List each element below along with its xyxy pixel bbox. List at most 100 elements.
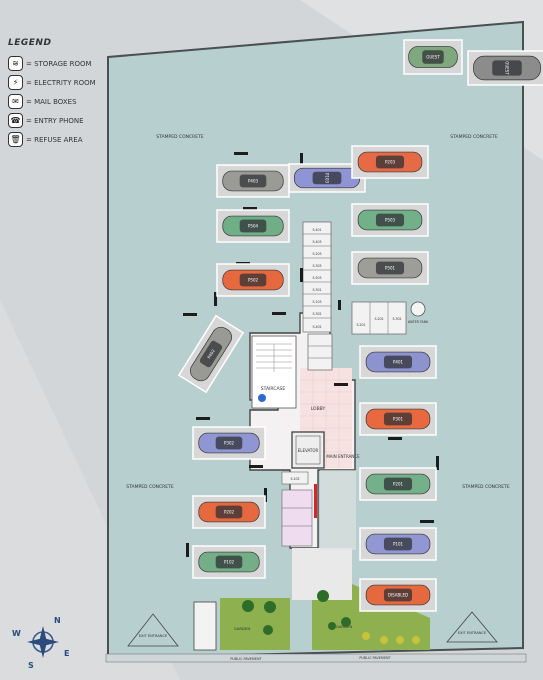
legend-label-electricity: = ELECTRITY ROOM (26, 78, 96, 87)
label-lobby: LOBBY (311, 406, 326, 412)
label-pavement-2: PUBLIC PAVEMENT (359, 656, 391, 660)
parking-space-p101: P101 (359, 527, 437, 561)
accessible-icon-1 (258, 394, 266, 402)
label-exit-entrance-1: EXIT ENTRANCE (139, 634, 168, 638)
parking-space-p201: P201 (359, 467, 437, 501)
parking-space-p102: P102 (192, 545, 266, 579)
parking-label: P202 (224, 510, 235, 515)
parking-space-p403: P403 (216, 164, 290, 198)
svg-text:S.103: S.103 (312, 300, 321, 304)
compass-n: N (54, 616, 61, 625)
legend: LEGEND ≋ = STORAGE ROOM ⚡ = ELECTRITY RO… (8, 38, 118, 149)
legend-row-storage: ≋ = STORAGE ROOM (8, 54, 118, 73)
svg-text:S.301: S.301 (312, 288, 321, 292)
svg-text:S.102: S.102 (290, 477, 299, 481)
label-stamped-concrete-3: STAMPED CONCRETE (126, 484, 174, 490)
legend-row-refuse: 🗑 = REFUSE AREA (8, 130, 118, 149)
label-garden-1: GARDEN (234, 626, 251, 631)
trees (242, 590, 351, 635)
label-staircase: STAIRCASE (261, 386, 286, 392)
legend-row-phone: ☎ = ENTRY PHONE (8, 111, 118, 130)
walkway-2 (320, 470, 356, 550)
legend-row-electricity: ⚡ = ELECTRITY ROOM (8, 73, 118, 92)
water-tank (410, 301, 426, 317)
svg-text:S.302: S.302 (312, 312, 321, 316)
parking-space-p502: P502 (216, 263, 290, 297)
parking-space-p203: P203 (351, 145, 429, 179)
parking-label: GUEST (426, 55, 440, 60)
parking-space-guest: GUEST (403, 39, 463, 75)
label-elevator: ELEVATOR (298, 448, 319, 453)
parking-label: P101 (393, 542, 404, 547)
parking-label: P402 (206, 348, 216, 360)
parking-label: P301 (393, 417, 404, 422)
label-stamped-concrete-2: STAMPED CONCRETE (450, 134, 498, 140)
parking-space-p302: P302 (192, 426, 266, 460)
parking-space-p401: P401 (359, 345, 437, 379)
compass-s: S (28, 661, 34, 670)
mail-icon: ✉ (8, 94, 23, 109)
parking-label: P401 (393, 360, 404, 365)
storage-block-bottom: S.102 (281, 471, 317, 547)
compass-icon: N E S W (12, 616, 69, 670)
parking-space-p202: P202 (192, 495, 266, 529)
phone-icon: ☎ (8, 113, 23, 128)
svg-text:S.201: S.201 (356, 323, 365, 327)
legend-label-mail: = MAIL BOXES (26, 97, 77, 106)
parking-label: P403 (248, 179, 259, 184)
svg-text:S.302: S.302 (392, 317, 401, 321)
svg-text:S.203: S.203 (312, 252, 321, 256)
parking-space-disabled: DISABLED (359, 578, 437, 612)
stair-treads (256, 343, 292, 372)
parking-space-guest: GUEST (467, 50, 543, 86)
service-box (193, 601, 217, 651)
parking-space-p504: P504 (216, 209, 290, 243)
parking-label: P201 (393, 482, 404, 487)
lobby-grid (300, 368, 352, 468)
storage-column-left: S.401 S.403 S.203 S.303 S.503 S.301 S.10… (302, 221, 332, 333)
legend-label-refuse: = REFUSE AREA (26, 135, 83, 144)
trash-icon: 🗑 (8, 132, 23, 147)
parking-label: GUEST (505, 61, 510, 75)
exit-entrance-left (127, 613, 179, 647)
parking-label: P504 (248, 224, 259, 229)
garden-left (220, 598, 290, 650)
parking-label: DISABLED (388, 593, 408, 598)
svg-text:S.401: S.401 (312, 228, 321, 232)
parking-label: P502 (248, 278, 259, 283)
legend-label-storage: = STORAGE ROOM (26, 59, 92, 68)
garden-right (312, 584, 430, 650)
storage-block-right: S.201 S.202 S.302 (351, 301, 407, 335)
storage-icon: ≋ (8, 56, 23, 71)
legend-title: LEGEND (8, 38, 52, 48)
label-exit-entrance-2: EXIT ENTRANCE (458, 631, 487, 635)
label-main-entrance: MAIN ENTRANCE (326, 454, 360, 459)
label-stamped-concrete-1: STAMPED CONCRETE (156, 134, 204, 140)
parking-space-p402: P402 (177, 314, 245, 394)
parking-space-p301: P301 (359, 402, 437, 436)
svg-text:S.503: S.503 (312, 276, 321, 280)
storage-column-left-lower (307, 333, 333, 371)
parking-space-p501: P501 (351, 251, 429, 285)
legend-label-phone: = ENTRY PHONE (26, 116, 84, 125)
label-water-tank: WATER TANK (408, 320, 429, 324)
svg-text:S.403: S.403 (312, 240, 321, 244)
exit-entrance-right (446, 611, 498, 643)
parking-space-p503: P503 (351, 203, 429, 237)
parking-label: P203 (385, 160, 396, 165)
svg-text:S.202: S.202 (374, 317, 383, 321)
parking-label: P501 (385, 266, 396, 271)
parking-label: P103 (325, 173, 330, 184)
parking-label: P302 (224, 441, 235, 446)
parking-label: P503 (385, 218, 396, 223)
elevator (291, 431, 325, 469)
svg-text:S.402: S.402 (312, 325, 321, 329)
label-stamped-concrete-4: STAMPED CONCRETE (462, 484, 510, 490)
label-pavement-1: PUBLIC PAVEMENT (230, 657, 262, 661)
lightning-icon: ⚡ (8, 75, 23, 90)
public-pavement (105, 653, 527, 663)
compass-w: W (12, 629, 21, 638)
legend-row-mail: ✉ = MAIL BOXES (8, 92, 118, 111)
compass-e: E (64, 649, 69, 658)
